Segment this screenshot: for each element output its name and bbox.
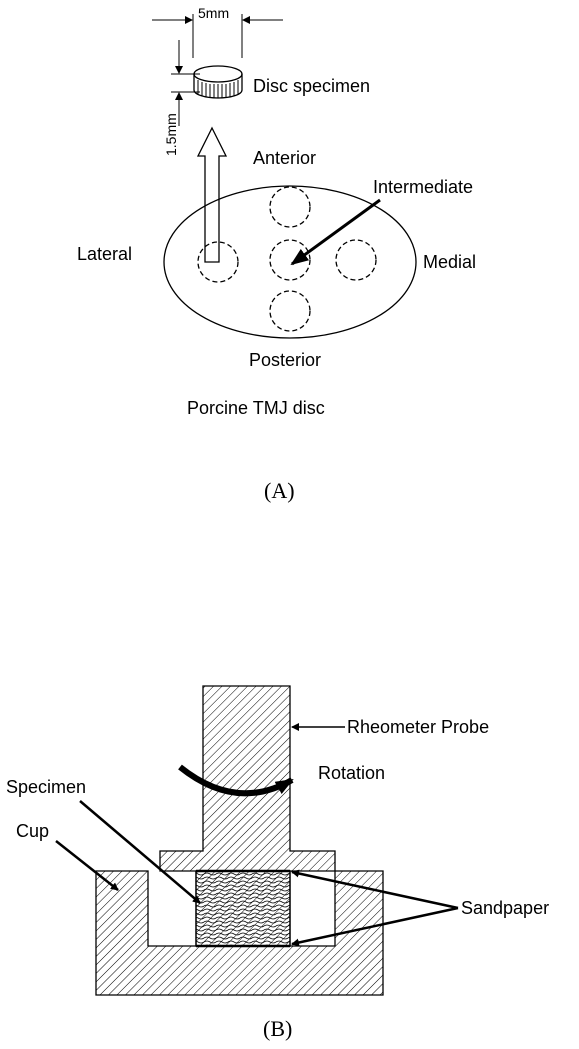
disc-specimen-cylinder: [193, 65, 243, 99]
disc-title: Porcine TMJ disc: [187, 398, 325, 418]
sample-site-posterior: [269, 290, 311, 332]
panel-a: 5mm 1.5mm: [77, 5, 476, 503]
width-dimension-label: 5mm: [198, 5, 229, 21]
sandpaper-pointer-top: [291, 869, 459, 910]
label-lateral: Lateral: [77, 244, 132, 264]
cup-pointer-arrow: [55, 840, 119, 891]
label-medial: Medial: [423, 252, 476, 272]
tmj-disc-outline: [163, 185, 417, 339]
label-intermediate: Intermediate: [373, 177, 473, 197]
rotation-label: Rotation: [318, 763, 385, 783]
cup-label: Cup: [16, 821, 49, 841]
extraction-arrow: [196, 126, 228, 263]
label-anterior: Anterior: [253, 148, 316, 168]
specimen-label: Specimen: [6, 777, 86, 797]
sandpaper-pointer-bottom: [291, 906, 459, 947]
label-posterior: Posterior: [249, 350, 321, 370]
panel-b: Rotation Rheometer Probe Specimen Cup Sa…: [6, 685, 549, 1041]
rheometer-probe-label: Rheometer Probe: [347, 717, 489, 737]
panel-a-caption: (A): [264, 478, 295, 503]
specimen-block: [195, 870, 291, 947]
panel-b-caption: (B): [263, 1016, 292, 1041]
rotation-arrow: [178, 764, 294, 797]
sample-site-intermediate: [269, 239, 311, 281]
width-dimension: 5mm: [152, 5, 283, 58]
disc-specimen-label: Disc specimen: [253, 76, 370, 96]
height-dimension: 1.5mm: [163, 40, 200, 156]
sample-site-lateral: [197, 241, 239, 283]
sandpaper-label: Sandpaper: [461, 898, 549, 918]
intermediate-pointer-arrow: [290, 198, 381, 266]
height-dimension-label: 1.5mm: [163, 113, 179, 156]
sample-site-anterior: [269, 186, 311, 228]
specimen-pointer-arrow: [79, 800, 201, 904]
sample-site-medial: [335, 239, 377, 281]
